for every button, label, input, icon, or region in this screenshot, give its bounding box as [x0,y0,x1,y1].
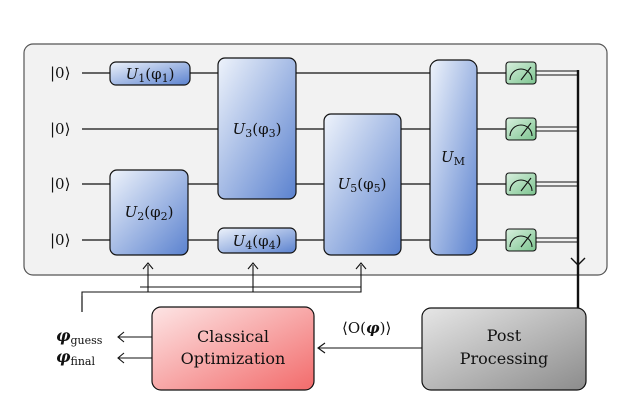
meter-icon [505,172,537,196]
classical-wires [536,70,578,243]
post-processing-line2: Processing [460,349,549,368]
qubit-label-2: |0⟩ [50,120,70,138]
gate-u3: U3(φ3) [217,57,297,200]
phi-final-label: φfinal [56,347,95,368]
phi-guess-label: φguess [56,326,103,347]
svg-text:UM: UM [441,148,465,168]
qubit-label-1: |0⟩ [50,64,70,82]
parameter-feedback-lines [81,265,362,312]
gate-u4: U4(φ4) [217,227,297,254]
expectation-label: ⟨O(φ)⟩ [342,319,391,337]
meter-icon [505,117,537,141]
svg-text:U1(φ1): U1(φ1) [126,65,175,85]
gate-u5: U5(φ5) [323,113,402,256]
collector-arrowhead [570,257,586,266]
meter-icon [505,61,537,85]
qubit-wires [82,72,506,241]
post-processing-line1: Post [487,326,522,345]
meter-icon [505,228,537,252]
classical-optimization-line1: Classical [197,327,269,346]
svg-text:U2(φ2): U2(φ2) [125,203,174,223]
gate-u2: U2(φ2) [109,169,189,256]
output-arrows [117,331,152,364]
expectation-arrow [317,342,422,354]
gate-u1: U1(φ1) [109,61,191,86]
svg-text:U4(φ4): U4(φ4) [233,232,282,252]
gate-um: UM [429,59,478,256]
svg-text:U5(φ5): U5(φ5) [338,175,387,195]
svg-text:U3(φ3): U3(φ3) [233,120,282,140]
classical-optimization-line2: Optimization [181,349,286,368]
qubit-label-3: |0⟩ [50,175,70,193]
classical-optimization-block: Classical Optimization [151,306,315,391]
qubit-label-4: |0⟩ [50,231,70,249]
post-processing-block: Post Processing [421,307,587,391]
feedback-arrowheads [142,262,367,270]
